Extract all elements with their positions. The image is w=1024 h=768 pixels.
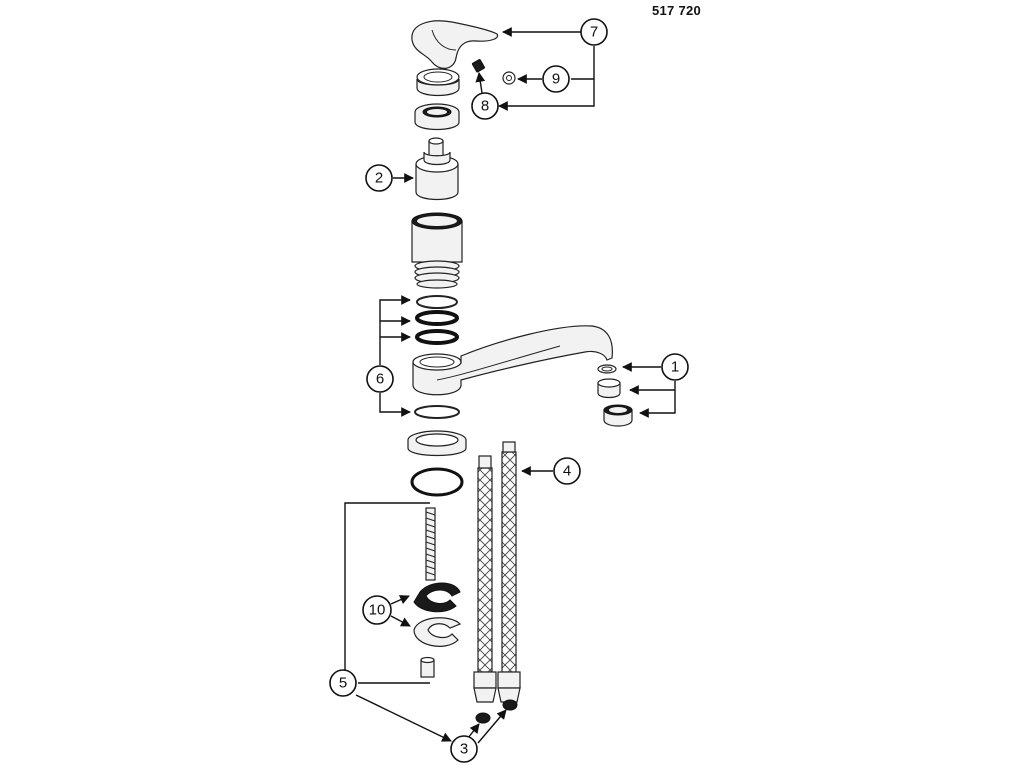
svg-text:3: 3 <box>460 741 468 758</box>
svg-text:8: 8 <box>481 98 489 115</box>
callout-2: 2 <box>365 164 393 192</box>
base-o-ring <box>410 467 464 497</box>
callout-8: 8 <box>471 92 499 120</box>
o-rings <box>414 295 460 419</box>
callout-3: 3 <box>450 735 478 763</box>
callout-7: 7 <box>580 18 608 46</box>
cap <box>502 71 516 85</box>
svg-text:7: 7 <box>590 24 598 41</box>
callout-6: 6 <box>366 365 394 393</box>
svg-text:1: 1 <box>671 359 679 376</box>
svg-text:10: 10 <box>369 602 386 619</box>
lever-handle <box>411 20 499 69</box>
svg-text:5: 5 <box>339 675 347 692</box>
nut-ring <box>414 103 460 131</box>
svg-text:6: 6 <box>376 371 384 388</box>
svg-text:2: 2 <box>375 170 383 187</box>
horseshoe-washers <box>413 582 462 647</box>
svg-text:4: 4 <box>563 463 571 480</box>
dome-cover <box>416 68 460 97</box>
part-number-label: 517 720 <box>652 3 702 18</box>
svg-text:9: 9 <box>552 71 560 88</box>
hose-washers <box>475 699 518 724</box>
threaded-stud <box>425 507 436 581</box>
aerator-parts <box>597 364 633 427</box>
hex-nut <box>420 656 435 678</box>
callout-9: 9 <box>542 65 570 93</box>
set-screw <box>471 59 485 73</box>
threaded-sleeve <box>411 212 463 289</box>
callout-10: 10 <box>362 595 392 625</box>
callout-1: 1 <box>661 353 689 381</box>
flexible-hoses <box>473 441 521 703</box>
callout-4: 4 <box>553 457 581 485</box>
leader-lines <box>344 27 676 744</box>
base-plate <box>407 430 467 457</box>
cartridge <box>415 137 459 201</box>
spout-body <box>412 325 613 396</box>
callout-5: 5 <box>329 669 357 697</box>
